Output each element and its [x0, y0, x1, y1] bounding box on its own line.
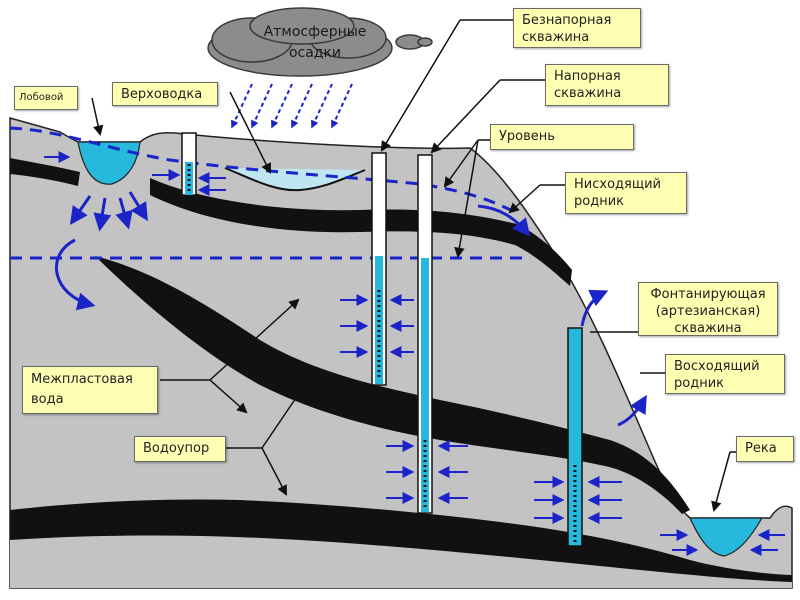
label-ascending-line-2: родник	[674, 376, 724, 391]
label-descending-line-2: родник	[574, 194, 624, 209]
river-water	[689, 517, 764, 557]
label-confined-well: Напорная скважина	[545, 64, 669, 106]
artesian-well	[567, 327, 583, 547]
perched-well	[181, 132, 197, 196]
label-interstratal-line-1: Межпластовая	[31, 372, 133, 387]
flow-arrows	[44, 151, 785, 556]
ground-base	[10, 535, 792, 588]
label-ascending-line-1: Восходящий	[674, 359, 760, 374]
confined-well	[417, 154, 433, 514]
label-perched-text: Верховодка	[121, 87, 203, 102]
aquiclude-top	[150, 178, 572, 286]
label-water-level: Уровень	[490, 124, 634, 150]
pointer-lines	[91, 19, 755, 513]
label-lake: Лобовой	[14, 86, 78, 110]
unconfined-well	[371, 152, 387, 386]
label-unconfined-well: Безнапорная скважина	[513, 8, 641, 48]
label-level-text: Уровень	[499, 129, 555, 144]
label-perched-water: Верховодка	[112, 82, 218, 106]
label-interstratal-water: Межпластовая вода	[22, 366, 158, 414]
label-descending-line-1: Нисходящий	[574, 177, 661, 192]
cloud-caption: Атмосферные осадки	[240, 22, 390, 64]
label-artesian-line-2: (артезианская)	[655, 304, 761, 319]
aquiclude-middle	[95, 256, 690, 514]
label-unconfined-line-1: Безнапорная	[522, 13, 612, 28]
label-confined-line-1: Напорная	[554, 69, 621, 84]
cloud-icon	[207, 7, 433, 77]
label-interstratal-line-2: вода	[31, 392, 64, 407]
label-ascending-spring: Восходящий родник	[665, 354, 785, 394]
label-unconfined-line-2: скважина	[522, 30, 590, 45]
label-artesian-line-1: Фонтанирующая	[650, 287, 766, 302]
label-river: Река	[736, 436, 794, 462]
label-descending-spring: Нисходящий родник	[565, 172, 687, 214]
label-lake-text: Лобовой	[19, 92, 64, 103]
cloud-line-1: Атмосферные	[263, 24, 367, 40]
label-river-text: Река	[745, 441, 777, 456]
label-aquiclude: Водоупор	[134, 436, 226, 462]
precipitation-arrows	[231, 83, 353, 129]
cloud-line-2: осадки	[288, 45, 342, 61]
water-table-upper	[9, 126, 516, 214]
label-confined-line-2: скважина	[554, 86, 622, 101]
label-aquiclude-text: Водоупор	[143, 441, 210, 456]
label-artesian-line-3: скважина	[674, 321, 742, 336]
aquiclude-left-top	[10, 158, 80, 186]
label-artesian-well: Фонтанирующая (артезианская) скважина	[638, 282, 778, 336]
